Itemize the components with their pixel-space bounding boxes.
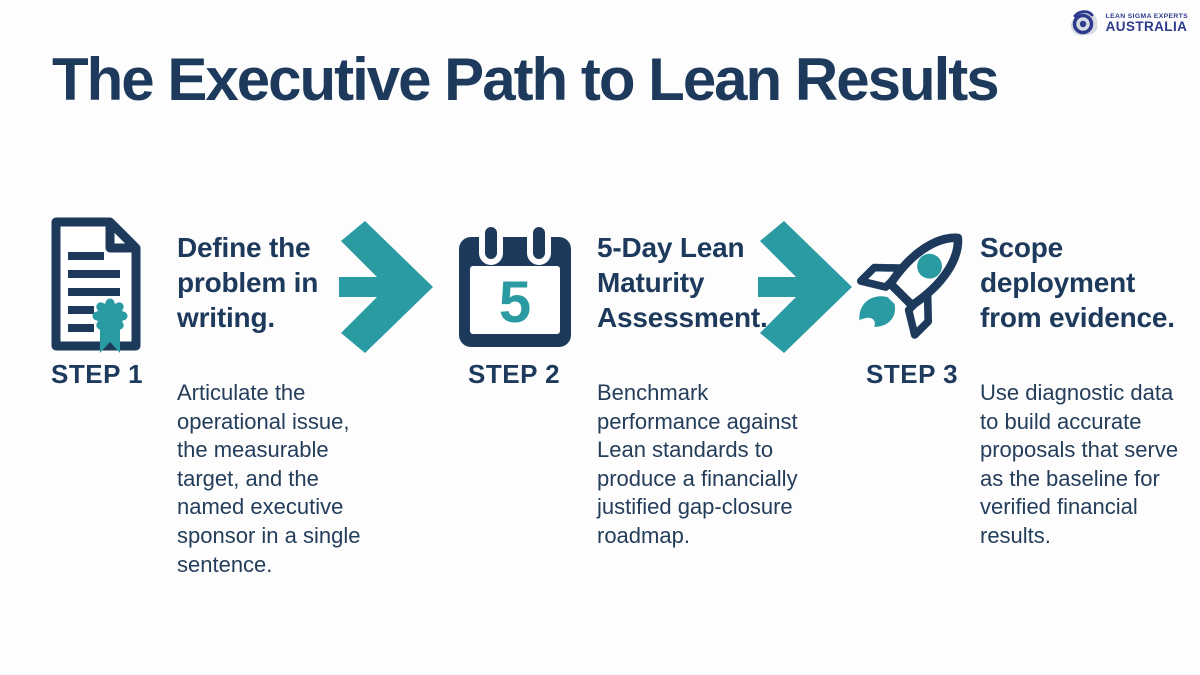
brand-name-large: AUSTRALIA (1105, 19, 1188, 35)
step-1-label: STEP 1 (51, 359, 144, 389)
step-2-label: STEP 2 (468, 359, 561, 389)
step-2-heading: 5-Day Lean Maturity Assessment. (597, 232, 768, 333)
step-3-label: STEP 3 (866, 359, 959, 389)
page-title: The Executive Path to Lean Results (52, 46, 1000, 113)
brand-name-small: LEAN SIGMA EXPERTS (1105, 13, 1188, 21)
step-3-heading: Scope deployment from evidence. (980, 232, 1175, 333)
step-2-description: Benchmark performance against Lean stand… (597, 380, 798, 548)
rocket-icon (856, 233, 963, 339)
arrow-right-icon (339, 221, 433, 353)
certificate-document-icon (51, 217, 141, 353)
rocket-flame-shape (859, 296, 896, 327)
brand-logo-text: LEAN SIGMA EXPERTS AUSTRALIA (1106, 13, 1188, 34)
brand-logo: LEAN SIGMA EXPERTS AUSTRALIA (1067, 8, 1188, 40)
step-1-description: Articulate the operational issue, the me… (177, 380, 361, 577)
calendar-number: 5 (499, 270, 531, 335)
arrow-right-icon (758, 221, 852, 353)
step-1-heading: Define the problem in writing. (177, 232, 319, 333)
lean-sigma-swirl-icon (1070, 10, 1098, 36)
step-3-description: Use diagnostic data to build accurate pr… (980, 380, 1179, 548)
calendar-icon: 5 (459, 221, 571, 347)
seal-ribbon-shape (92, 298, 128, 353)
